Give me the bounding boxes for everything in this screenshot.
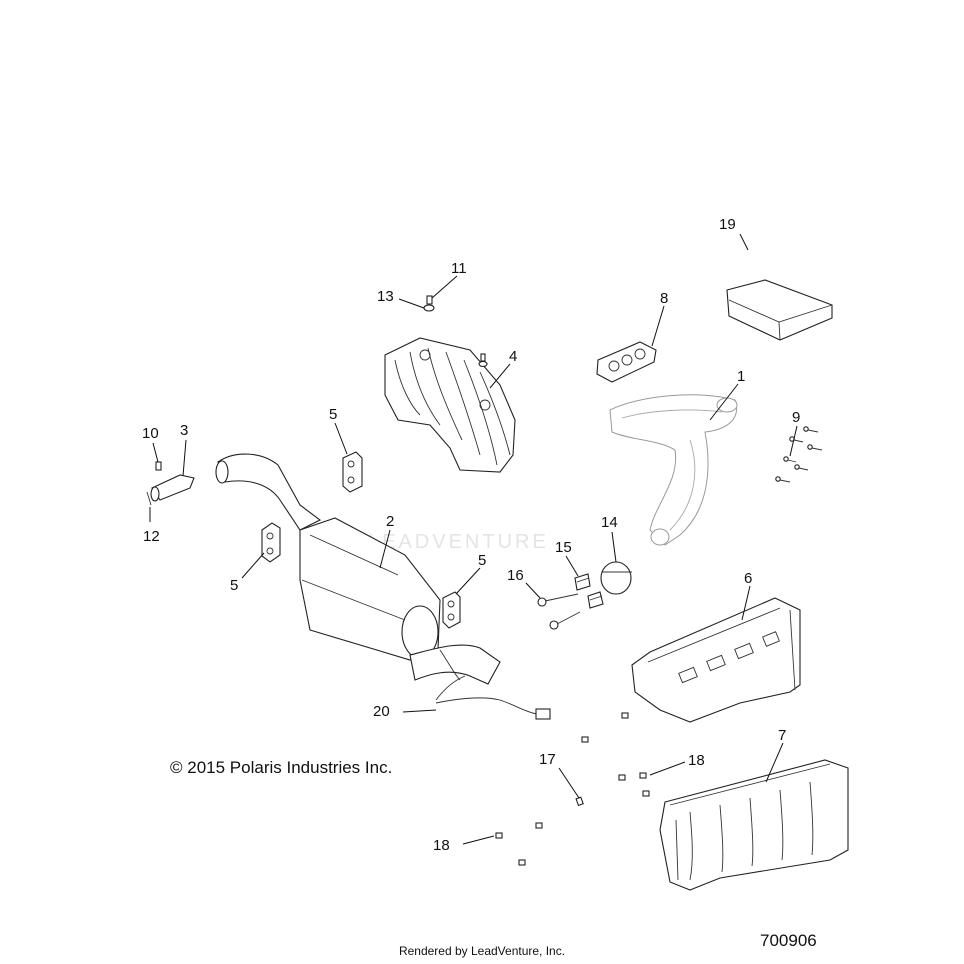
part-5-isolator-right[interactable] — [442, 591, 461, 629]
drawing-number: 700906 — [760, 931, 817, 950]
callout-15: 15 — [555, 539, 572, 556]
part-2-muffler-assembly[interactable] — [215, 453, 501, 685]
part-20-o2-sensor-harness[interactable] — [435, 675, 551, 720]
copyright-notice: © 2015 Polaris Industries Inc. — [170, 758, 393, 777]
callout-8: 8 — [660, 290, 668, 307]
part-9-bolts[interactable] — [775, 426, 823, 483]
callout-11: 11 — [451, 260, 467, 277]
callout-19: 19 — [719, 216, 736, 233]
part-13-washer[interactable] — [423, 304, 435, 312]
callout-17: 17 — [539, 751, 556, 768]
part-4-upper-heat-shield[interactable] — [384, 337, 516, 473]
callout-10: 10 — [142, 425, 159, 442]
callout-16: 16 — [507, 567, 524, 584]
part-8-exhaust-gasket[interactable] — [596, 341, 657, 383]
callout-5-left: 5 — [230, 577, 238, 594]
rendered-by-credit: Rendered by LeadVenture, Inc. — [398, 944, 566, 958]
callout-18-right: 18 — [688, 752, 705, 769]
part-19-heat-shield-plate[interactable] — [726, 279, 833, 341]
callout-7: 7 — [778, 727, 786, 744]
callout-1: 1 — [737, 368, 745, 385]
callout-14: 14 — [601, 514, 618, 531]
callout-13: 13 — [377, 288, 394, 305]
callout-12: 12 — [143, 528, 160, 545]
callout-5-upper: 5 — [329, 406, 337, 423]
leader-lines — [149, 233, 798, 845]
callouts: 19 8 1 9 4 11 13 10 3 12 5 5 5 2 14 15 1… — [142, 216, 800, 854]
part-5-isolator-left[interactable] — [261, 522, 281, 563]
callout-9: 9 — [792, 409, 800, 426]
part-14-cap[interactable] — [600, 561, 632, 595]
part-7-bottom-heat-shield[interactable] — [659, 759, 849, 891]
callout-2: 2 — [386, 513, 394, 530]
callout-5-right: 5 — [478, 552, 486, 569]
part-15-springs[interactable] — [574, 573, 604, 609]
part-17-screw[interactable] — [575, 796, 584, 807]
part-6-lower-heat-shield[interactable] — [631, 597, 801, 723]
leadventure-watermark: LEADVENTURE — [368, 531, 549, 553]
callout-20: 20 — [373, 703, 390, 720]
callout-18-lower: 18 — [433, 837, 450, 854]
callout-4: 4 — [509, 348, 517, 365]
part-1-exhaust-manifold[interactable] — [609, 394, 738, 546]
part-12-screw[interactable] — [146, 491, 152, 506]
part-3-tailpipe-tip[interactable] — [150, 474, 195, 502]
part-16-bolts[interactable] — [537, 593, 581, 630]
part-18-screws[interactable] — [495, 712, 650, 866]
part-10-screw[interactable] — [155, 461, 162, 471]
part-5-isolator-upper[interactable] — [342, 451, 363, 493]
callout-6: 6 — [744, 570, 752, 587]
callout-3: 3 — [180, 422, 188, 439]
part-11-bolt[interactable] — [426, 295, 433, 305]
part-4-fastener[interactable] — [478, 353, 488, 368]
